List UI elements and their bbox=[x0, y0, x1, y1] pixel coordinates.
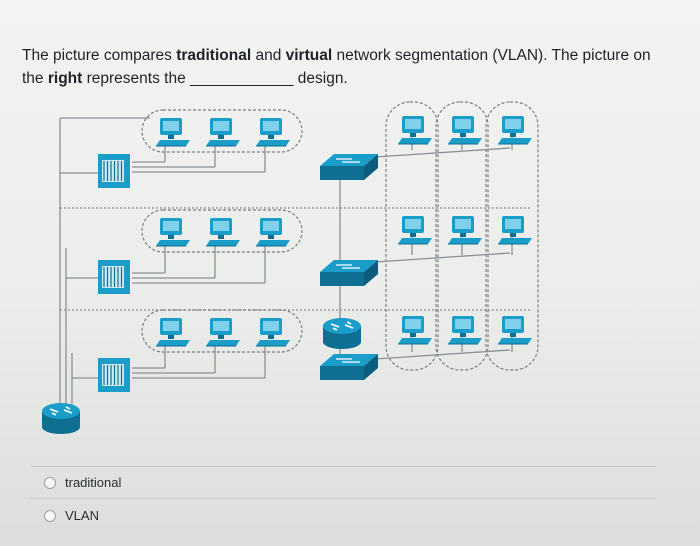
network-diagram-svg bbox=[42, 101, 539, 434]
segment-outline bbox=[141, 209, 303, 253]
segment-outline bbox=[141, 309, 303, 353]
radio-vlan[interactable] bbox=[44, 509, 56, 522]
switch-icon bbox=[98, 154, 130, 188]
segment-outline bbox=[141, 109, 303, 153]
option-vlan[interactable]: VLAN bbox=[44, 508, 99, 523]
question-text: The picture compares traditional and vir… bbox=[22, 44, 672, 90]
computer-icon bbox=[156, 118, 190, 147]
computer-icon bbox=[156, 218, 190, 247]
question-term-virtual: virtual bbox=[285, 47, 333, 64]
computer-icon bbox=[206, 118, 240, 147]
option-label-vlan: VLAN bbox=[65, 508, 99, 523]
computer-icon bbox=[156, 318, 190, 347]
computer-icon bbox=[256, 118, 290, 147]
computer-icon bbox=[206, 218, 240, 247]
question-part: network segmentation (VLAN). The picture… bbox=[22, 47, 651, 87]
switch-icon bbox=[320, 354, 378, 380]
question-part: design. bbox=[293, 70, 348, 87]
computer-icon bbox=[498, 116, 532, 145]
option-divider bbox=[30, 498, 656, 499]
switch-icon bbox=[98, 358, 130, 392]
computer-icon bbox=[448, 316, 482, 345]
computer-icon bbox=[398, 216, 432, 245]
router-icon bbox=[323, 318, 361, 349]
router-icon bbox=[42, 403, 80, 434]
answer-blank: ____________ bbox=[190, 70, 294, 87]
computer-icon bbox=[256, 318, 290, 347]
question-term-traditional: traditional bbox=[176, 47, 252, 64]
computer-icon bbox=[256, 218, 290, 247]
question-term-right: right bbox=[47, 70, 83, 87]
computer-icon bbox=[498, 316, 532, 345]
question-part: represents the bbox=[82, 70, 190, 87]
vlan-outline bbox=[485, 101, 539, 371]
option-divider bbox=[30, 466, 656, 467]
computer-icon bbox=[398, 116, 432, 145]
network-diagram bbox=[40, 98, 560, 443]
radio-traditional[interactable] bbox=[44, 476, 56, 489]
cable bbox=[359, 252, 511, 264]
switch-icon bbox=[320, 154, 378, 180]
computer-icon bbox=[206, 318, 240, 347]
cable bbox=[359, 349, 511, 361]
vlan-outline bbox=[385, 101, 439, 371]
option-traditional[interactable]: traditional bbox=[44, 475, 121, 490]
switch-icon bbox=[320, 260, 378, 286]
vlan-outline bbox=[435, 101, 489, 371]
option-label-traditional: traditional bbox=[65, 475, 122, 490]
computer-icon bbox=[398, 316, 432, 345]
question-part: The picture compares bbox=[22, 47, 177, 64]
question-part: and bbox=[251, 47, 286, 64]
computer-icon bbox=[498, 216, 532, 245]
computer-icon bbox=[448, 216, 482, 245]
switch-icon bbox=[98, 260, 130, 294]
computer-icon bbox=[448, 116, 482, 145]
cable bbox=[359, 147, 511, 159]
